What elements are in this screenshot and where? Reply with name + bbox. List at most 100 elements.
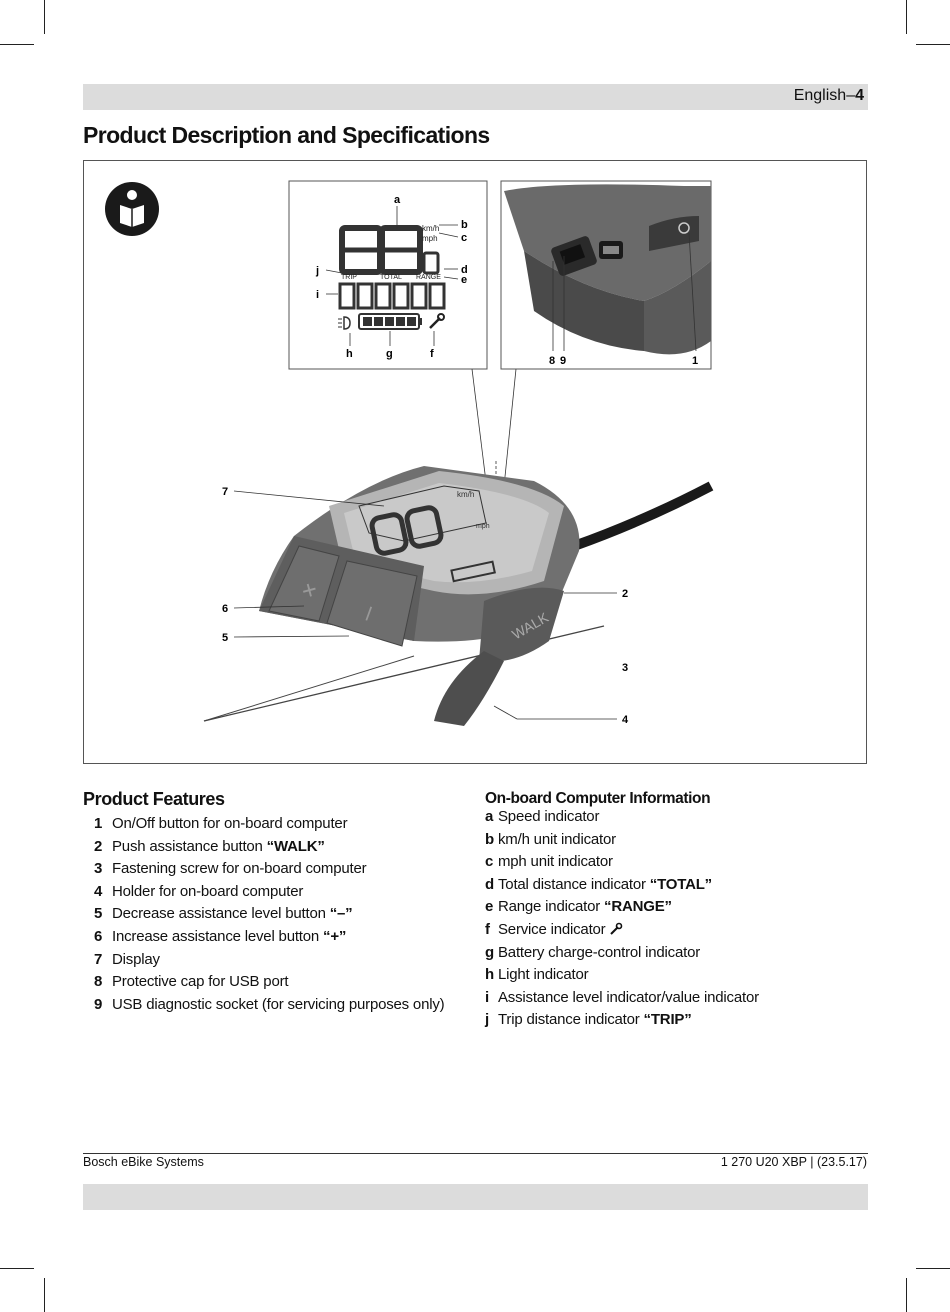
item-text: Push assistance button [112, 837, 267, 855]
item-text: Decrease assistance level button [112, 905, 330, 923]
crop-mark [44, 0, 45, 34]
item-number: 9 [94, 995, 103, 1013]
item-bold: “WALK” [266, 837, 325, 855]
item-number: 6 [94, 927, 103, 945]
lcd-mph-label: mph [422, 234, 438, 243]
callout-d: d [461, 264, 468, 276]
callout-2: 2 [622, 588, 628, 600]
crop-mark [906, 0, 907, 34]
item-letter: h [485, 966, 494, 984]
crop-mark [916, 44, 950, 45]
item-text: Total distance indicator [498, 875, 650, 893]
item-bold: “–” [329, 905, 353, 923]
device-kmh-label: km/h [457, 490, 474, 499]
item-number: 1 [94, 815, 103, 832]
device-speed-digits [369, 505, 444, 556]
item-text: km/h unit indicator [498, 830, 616, 848]
callout-3: 3 [622, 662, 628, 674]
device-plus-button[interactable]: + [298, 573, 320, 606]
list-item: 2 Push assistance button “WALK” [94, 838, 444, 861]
list-item: 7 Display [94, 951, 444, 974]
crop-mark [0, 44, 34, 45]
callout-e: e [461, 274, 467, 286]
crop-mark [916, 1268, 950, 1269]
lcd-kmh-label: km/h [422, 224, 439, 233]
usb-device-photo [504, 184, 711, 355]
onboard-computer [259, 466, 580, 726]
item-text: Fastening screw for on-board computer [112, 860, 367, 878]
read-manual-icon [105, 182, 159, 236]
item-bold: “RANGE” [604, 898, 672, 916]
item-letter: g [485, 943, 494, 961]
item-text: Trip distance indicator [498, 1011, 644, 1029]
item-text: Assistance level indicator/value indicat… [498, 988, 759, 1006]
item-text: Battery charge-control indicator [498, 943, 701, 961]
header-separator: – [846, 87, 856, 104]
item-letter: c [485, 853, 494, 871]
light-icon [338, 316, 351, 330]
callout-1: 1 [692, 355, 698, 367]
item-letter: e [485, 898, 494, 916]
item-letter: a [485, 808, 494, 825]
item-bold: “+” [323, 927, 347, 945]
item-text: Display [112, 950, 160, 968]
lcd-total-label: TOTAL [380, 274, 402, 281]
item-number: 7 [94, 950, 103, 968]
item-number: 5 [94, 905, 103, 923]
item-number: 2 [94, 837, 103, 855]
item-text: Increase assistance level button [112, 927, 324, 945]
callout-6: 6 [222, 603, 228, 615]
list-item: 6 Increase assistance level button “+” [94, 928, 444, 951]
callout-5: 5 [222, 632, 228, 644]
callout-c: c [461, 232, 467, 244]
callout-j: j [315, 265, 319, 277]
callout-4: 4 [622, 714, 629, 726]
footer-bar [83, 1184, 868, 1210]
footer-left: Bosch eBike Systems [83, 1155, 204, 1169]
footer-divider [83, 1153, 868, 1154]
cable [572, 481, 714, 551]
header-language: English [793, 87, 847, 104]
item-text: USB diagnostic socket (for servicing pur… [112, 995, 445, 1013]
page-number: 4 [855, 87, 864, 104]
item-bold: “TOTAL” [649, 875, 712, 893]
item-text: On/Off button for on-board computer [112, 815, 348, 832]
header-bar [83, 84, 868, 110]
item-number: 3 [94, 860, 103, 878]
footer-right: 1 270 U20 XBP | (23.5.17) [720, 1155, 867, 1169]
page-title: Product Description and Specifications [83, 122, 490, 148]
list-item: j Trip distance indicator “TRIP” [485, 1011, 759, 1034]
item-letter: d [485, 875, 494, 893]
callout-7: 7 [222, 486, 228, 498]
list-item: 5 Decrease assistance level button “–” [94, 905, 444, 928]
list-item: 1 On/Off button for on-board computer [94, 815, 444, 838]
lcd-trip-label: TRIP [341, 274, 357, 281]
item-letter: j [485, 1011, 489, 1029]
callout-a: a [394, 194, 401, 206]
crop-mark [44, 1278, 45, 1312]
list-item: 3 Fastening screw for on-board computer [94, 860, 444, 883]
item-text: Light indicator [498, 966, 589, 984]
crop-mark [906, 1278, 907, 1312]
battery-icon [358, 313, 422, 330]
wrench-icon [610, 922, 623, 935]
features-heading: Product Features [83, 789, 225, 809]
item-letter: b [485, 830, 494, 848]
item-text: mph unit indicator [498, 853, 613, 871]
item-bold: “TRIP” [643, 1011, 692, 1029]
item-text: Protective cap for USB port [112, 973, 289, 991]
callout-g: g [386, 348, 393, 360]
info-heading: On-board Computer Information [485, 790, 711, 807]
page-header: English–4 [794, 87, 864, 105]
item-text: Service indicator [498, 920, 610, 938]
lcd-range-label: RANGE [416, 274, 441, 281]
